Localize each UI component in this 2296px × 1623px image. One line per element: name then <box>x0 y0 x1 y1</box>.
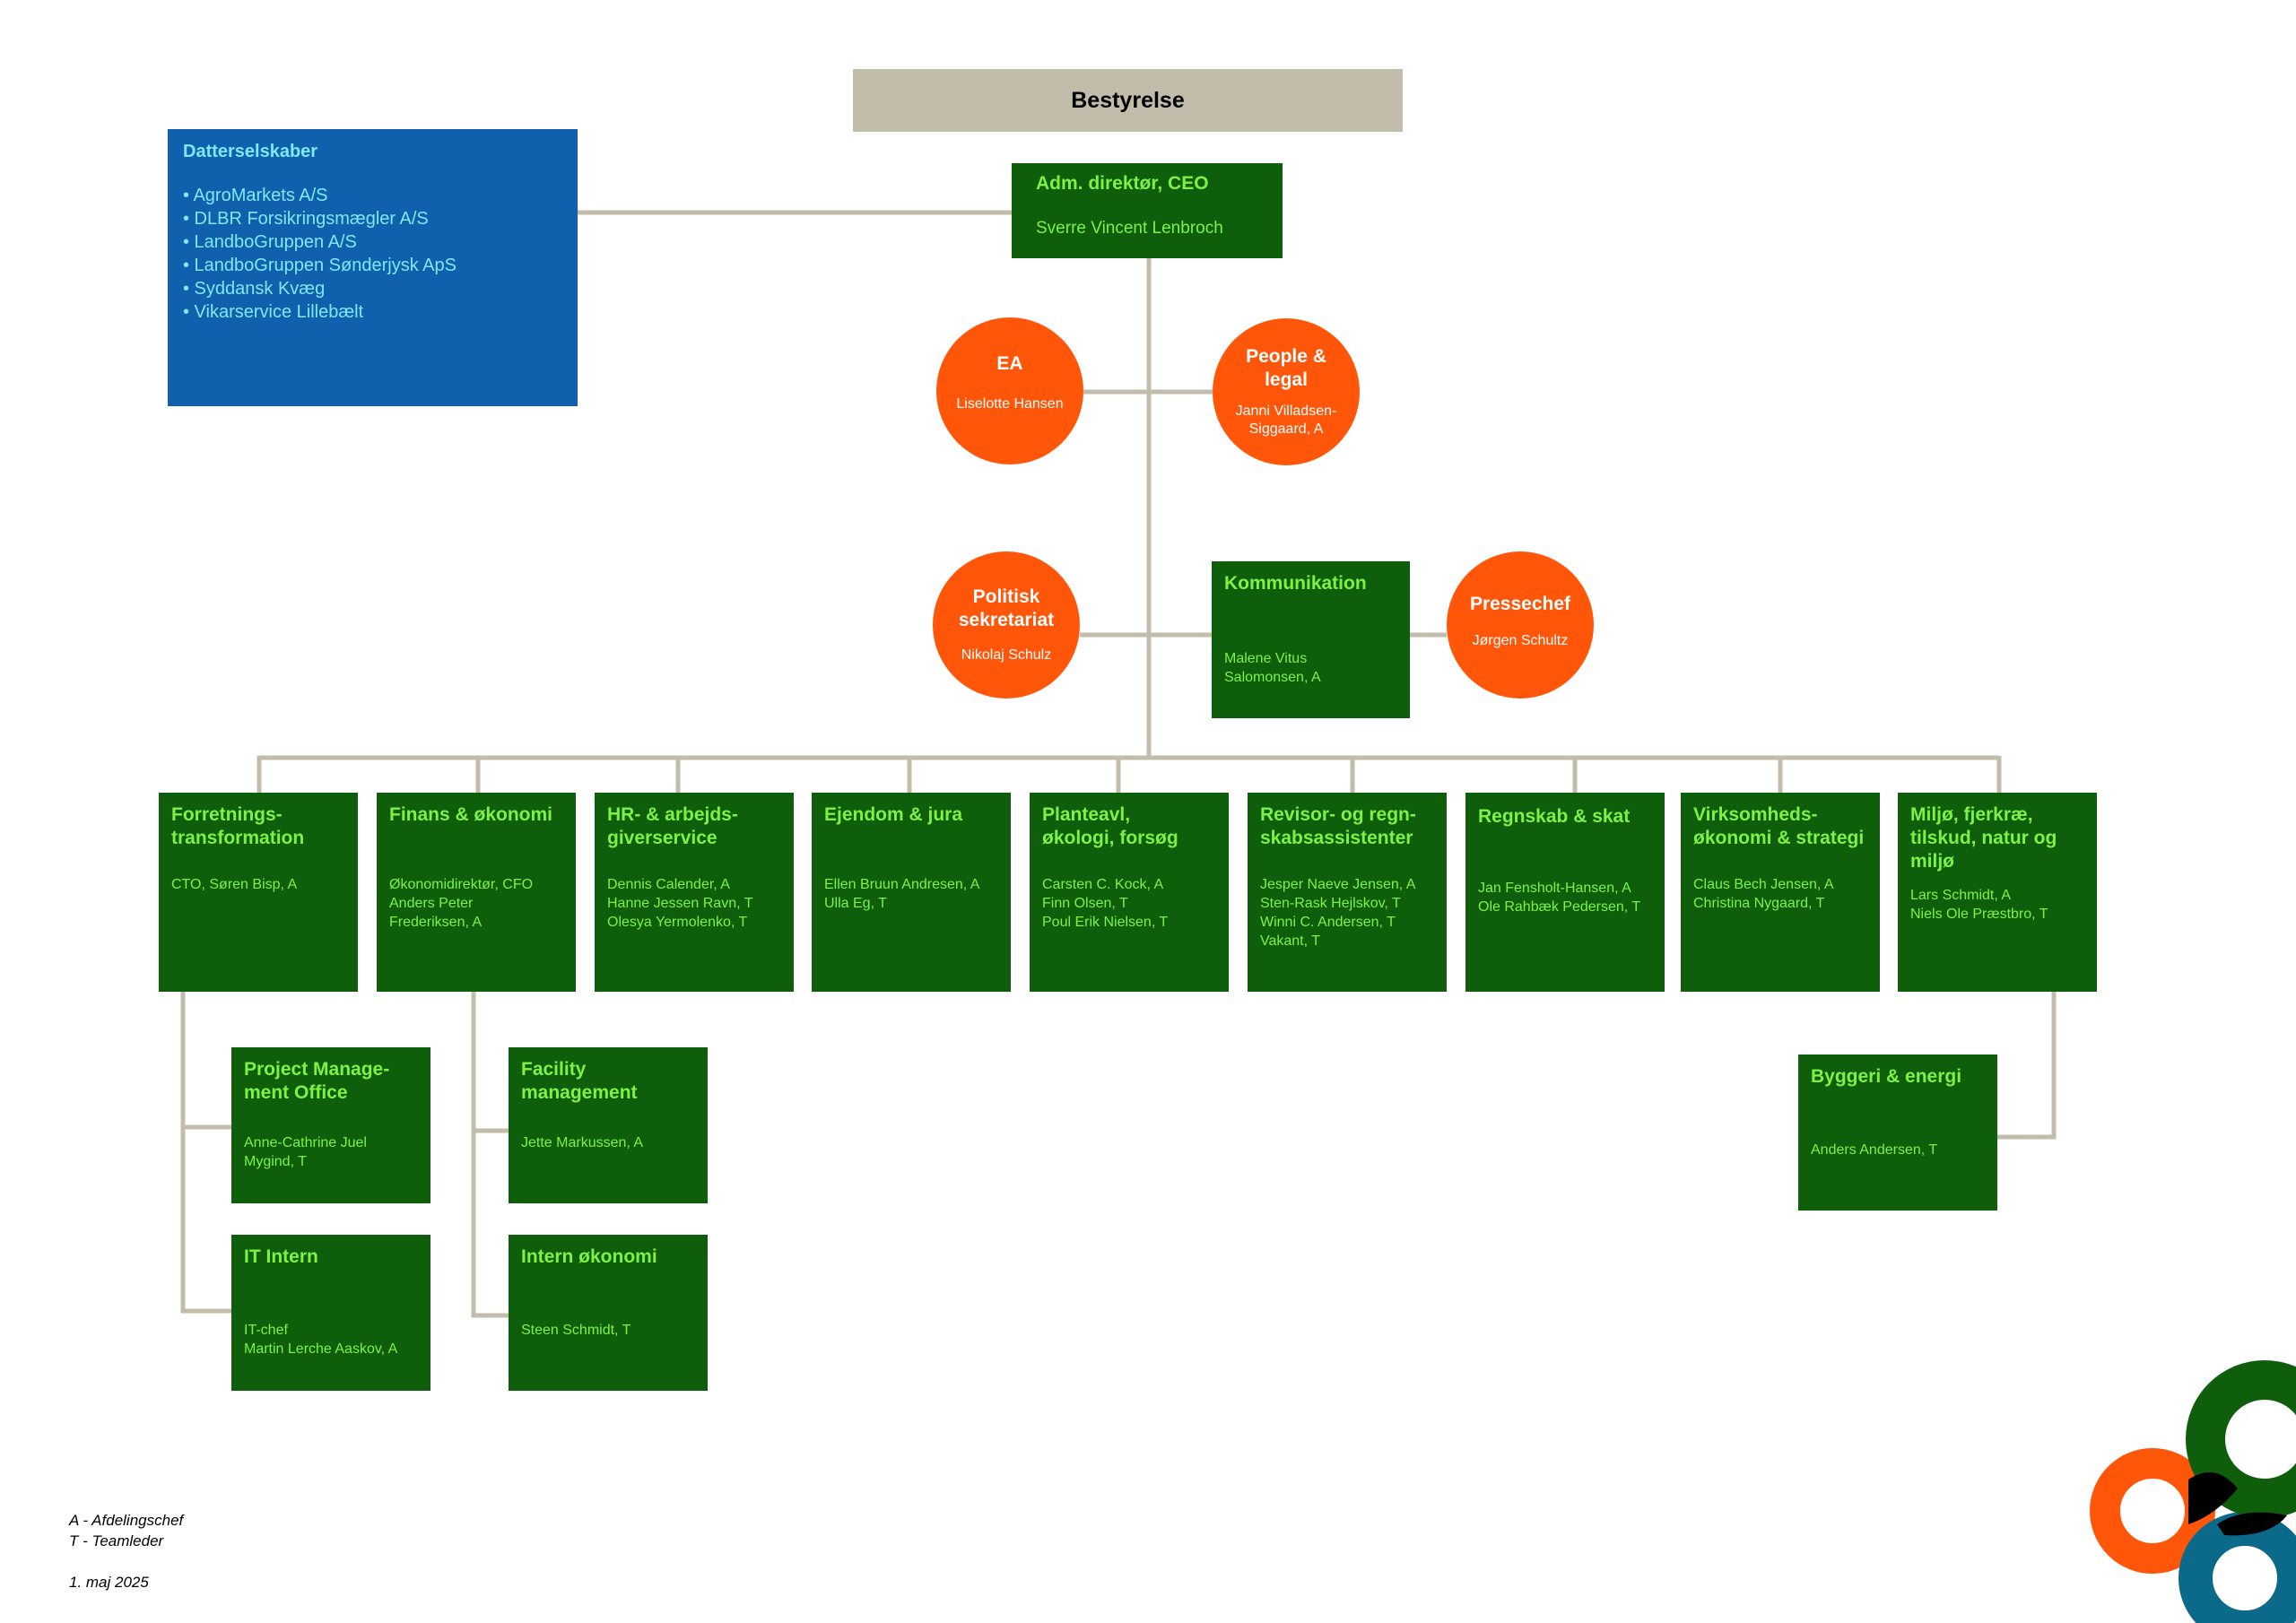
board-label: Bestyrelse <box>1071 87 1185 113</box>
staff-people: Malene Vitus Salomonsen, A <box>1224 651 1321 685</box>
department-title: Ejendom & jura <box>824 804 963 825</box>
department-people: Jette Markussen, A <box>521 1135 644 1150</box>
staff-title: Kommunikation <box>1224 573 1367 594</box>
staff-people: Nikolaj Schulz <box>961 647 1052 663</box>
department-title: IT Intern <box>244 1246 318 1267</box>
subdepartment-box-facility: Facility management Jette Markussen, A <box>509 1047 708 1203</box>
department-people: Lars Schmidt, A Niels Ole Præstbro, T <box>1910 888 2048 922</box>
department-box-miljoe: Miljø, fjerkræ, tilskud, natur og miljø … <box>1898 793 2097 992</box>
department-box-finans: Finans & økonomi Økonomidirektør, CFO An… <box>377 793 576 992</box>
staff-people: Liselotte Hansen <box>956 396 1064 412</box>
staff-title: Politisk sekretariat <box>958 586 1055 630</box>
department-box-revisor: Revisor- og regn- skabsassistenter Jespe… <box>1248 793 1447 992</box>
staff-people: Janni Villadsen- Siggaard, A <box>1235 404 1337 437</box>
staff-circle-politisk: Politisk sekretariat Nikolaj Schulz <box>933 551 1080 699</box>
department-people: Anne-Cathrine Juel Mygind, T <box>244 1135 367 1169</box>
ceo-title: Adm. direktør, CEO <box>1036 173 1209 194</box>
department-title: Regnskab & skat <box>1478 806 1631 827</box>
ceo-box: Adm. direktør, CEO Sverre Vincent Lenbro… <box>1012 163 1283 258</box>
list-item: • DLBR Forsikringsmægler A/S <box>183 209 429 229</box>
department-box-ejendom: Ejendom & jura Ellen Bruun Andresen, A U… <box>812 793 1011 992</box>
subsidiaries-list: • AgroMarkets A/S • DLBR Forsikringsmægl… <box>183 184 562 324</box>
subdepartment-box-byggeri: Byggeri & energi Anders Andersen, T <box>1798 1055 1997 1211</box>
subsidiaries-box: Datterselskaber • AgroMarkets A/S • DLBR… <box>168 129 578 406</box>
department-title: Virksomheds- økonomi & strategi <box>1693 804 1865 848</box>
department-people: Jan Fensholt-Hansen, A Ole Rahbæk Peders… <box>1478 881 1641 915</box>
staff-circle-ea: EA Liselotte Hansen <box>936 317 1083 464</box>
staff-title: Pressechef <box>1469 594 1571 614</box>
subdepartment-box-pmo: Project Manage- ment Office Anne-Cathrin… <box>231 1047 430 1203</box>
subdepartment-box-it: IT Intern IT-chef Martin Lerche Aaskov, … <box>231 1235 430 1391</box>
department-title: Forretnings- transformation <box>171 804 305 848</box>
staff-box-kommunikation: Kommunikation Malene Vitus Salomonsen, A <box>1212 561 1410 718</box>
list-item: • Syddansk Kvæg <box>183 279 326 299</box>
staff-title: People & legal <box>1246 346 1326 390</box>
department-title: Planteavl, økologi, forsøg <box>1042 804 1178 848</box>
department-people: Claus Bech Jensen, A Christina Nygaard, … <box>1693 877 1834 911</box>
board-box: Bestyrelse <box>853 69 1403 132</box>
legend-teamleder: T - Teamleder <box>69 1532 164 1549</box>
department-title: Miljø, fjerkræ, tilskud, natur og miljø <box>1910 804 2057 872</box>
department-title: Finans & økonomi <box>389 804 553 825</box>
department-title: Revisor- og regn- skabsassistenter <box>1260 804 1416 848</box>
department-people: Ellen Bruun Andresen, A Ulla Eg, T <box>824 877 980 911</box>
department-people: Økonomidirektør, CFO Anders Peter Freder… <box>389 877 534 930</box>
staff-title: EA <box>996 353 1023 374</box>
department-title: Project Manage- ment Office <box>244 1059 390 1103</box>
subsidiaries-title: Datterselskaber <box>183 142 318 161</box>
department-title: HR- & arbejds- giverservice <box>607 804 738 848</box>
legend-date: 1. maj 2025 <box>69 1574 149 1591</box>
department-title: Intern økonomi <box>521 1246 657 1267</box>
department-people: Dennis Calender, A Hanne Jessen Ravn, T … <box>607 877 753 930</box>
department-people: Jesper Naeve Jensen, A Sten-Rask Hejlsko… <box>1260 877 1416 949</box>
department-people: CTO, Søren Bisp, A <box>171 877 298 892</box>
list-item: • LandboGruppen Sønderjysk ApS <box>183 256 457 275</box>
department-box-planteavl: Planteavl, økologi, forsøg Carsten C. Ko… <box>1030 793 1229 992</box>
department-people: Carsten C. Kock, A Finn Olsen, T Poul Er… <box>1042 877 1169 930</box>
list-item: • LandboGruppen A/S <box>183 232 357 252</box>
subdepartment-box-intern-oekonomi: Intern økonomi Steen Schmidt, T <box>509 1235 708 1391</box>
department-title: Facility management <box>521 1059 638 1103</box>
department-people: Anders Andersen, T <box>1811 1142 1938 1158</box>
ceo-name: Sverre Vincent Lenbroch <box>1036 219 1223 238</box>
department-box-forretningstransformation: Forretnings- transformation CTO, Søren B… <box>159 793 358 992</box>
department-people: IT-chef Martin Lerche Aaskov, A <box>244 1323 398 1357</box>
staff-people: Jørgen Schultz <box>1472 633 1569 648</box>
staff-circle-people-legal: People & legal Janni Villadsen- Siggaard… <box>1213 318 1360 465</box>
department-people: Steen Schmidt, T <box>521 1323 631 1338</box>
department-title: Byggeri & energi <box>1811 1066 1962 1087</box>
staff-circle-pressechef: Pressechef Jørgen Schultz <box>1447 551 1594 699</box>
legend-afdelingschef: A - Afdelingschef <box>69 1512 184 1529</box>
department-box-regnskab: Regnskab & skat Jan Fensholt-Hansen, A O… <box>1465 793 1665 992</box>
department-box-hr: HR- & arbejds- giverservice Dennis Calen… <box>595 793 794 992</box>
list-item: • AgroMarkets A/S <box>183 186 328 205</box>
department-box-virksomhedsoekonomi: Virksomheds- økonomi & strategi Claus Be… <box>1681 793 1880 992</box>
list-item: • Vikarservice Lillebælt <box>183 302 364 322</box>
